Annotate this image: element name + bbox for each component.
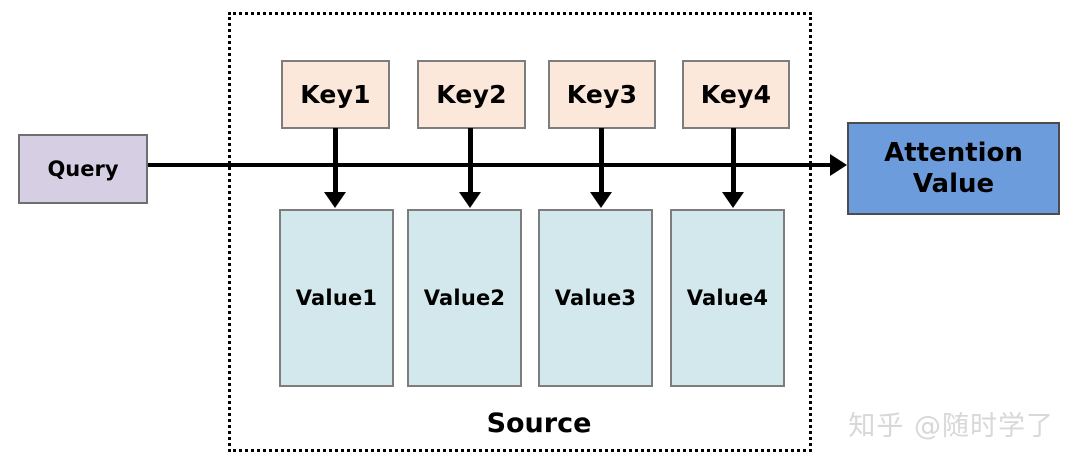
query-box[interactable]: Query [18,134,148,204]
key-label-4: Key4 [700,79,772,109]
key2-to-value2-arrowhead [459,192,481,208]
attention-value-line-1: Attention [884,137,1023,168]
value-box-3[interactable]: Value3 [538,209,653,387]
attention-value-line-2: Value [912,168,995,199]
value-label-2: Value2 [423,285,506,310]
query-to-attention-line [148,163,844,167]
key4-to-value4-line [731,128,736,196]
value-label-3: Value3 [554,285,637,310]
key3-to-value3-arrowhead [590,192,612,208]
key3-to-value3-line [599,128,604,196]
key2-to-value2-line [468,128,473,196]
key4-to-value4-arrowhead [722,192,744,208]
value-box-1[interactable]: Value1 [279,209,394,387]
value-label-1: Value1 [295,285,378,310]
watermark-text: 知乎 @随时学了 [848,411,1054,442]
key-label-2: Key2 [436,79,507,109]
value-box-4[interactable]: Value4 [670,209,785,387]
key-label-1: Key1 [300,79,371,109]
value-label-4: Value4 [686,285,769,310]
key-box-1[interactable]: Key1 [281,60,390,129]
query-to-attention-arrowhead [830,154,847,176]
attention-value-box[interactable]: Attention Value [847,122,1060,215]
key1-to-value1-line [333,128,338,196]
key-box-4[interactable]: Key4 [682,60,790,129]
query-label: Query [47,156,119,181]
value-box-2[interactable]: Value2 [407,209,522,387]
source-region-boundary [228,12,812,452]
key-box-2[interactable]: Key2 [417,60,526,129]
key1-to-value1-arrowhead [324,192,346,208]
key-box-3[interactable]: Key3 [548,60,656,129]
key-label-3: Key3 [566,79,638,109]
